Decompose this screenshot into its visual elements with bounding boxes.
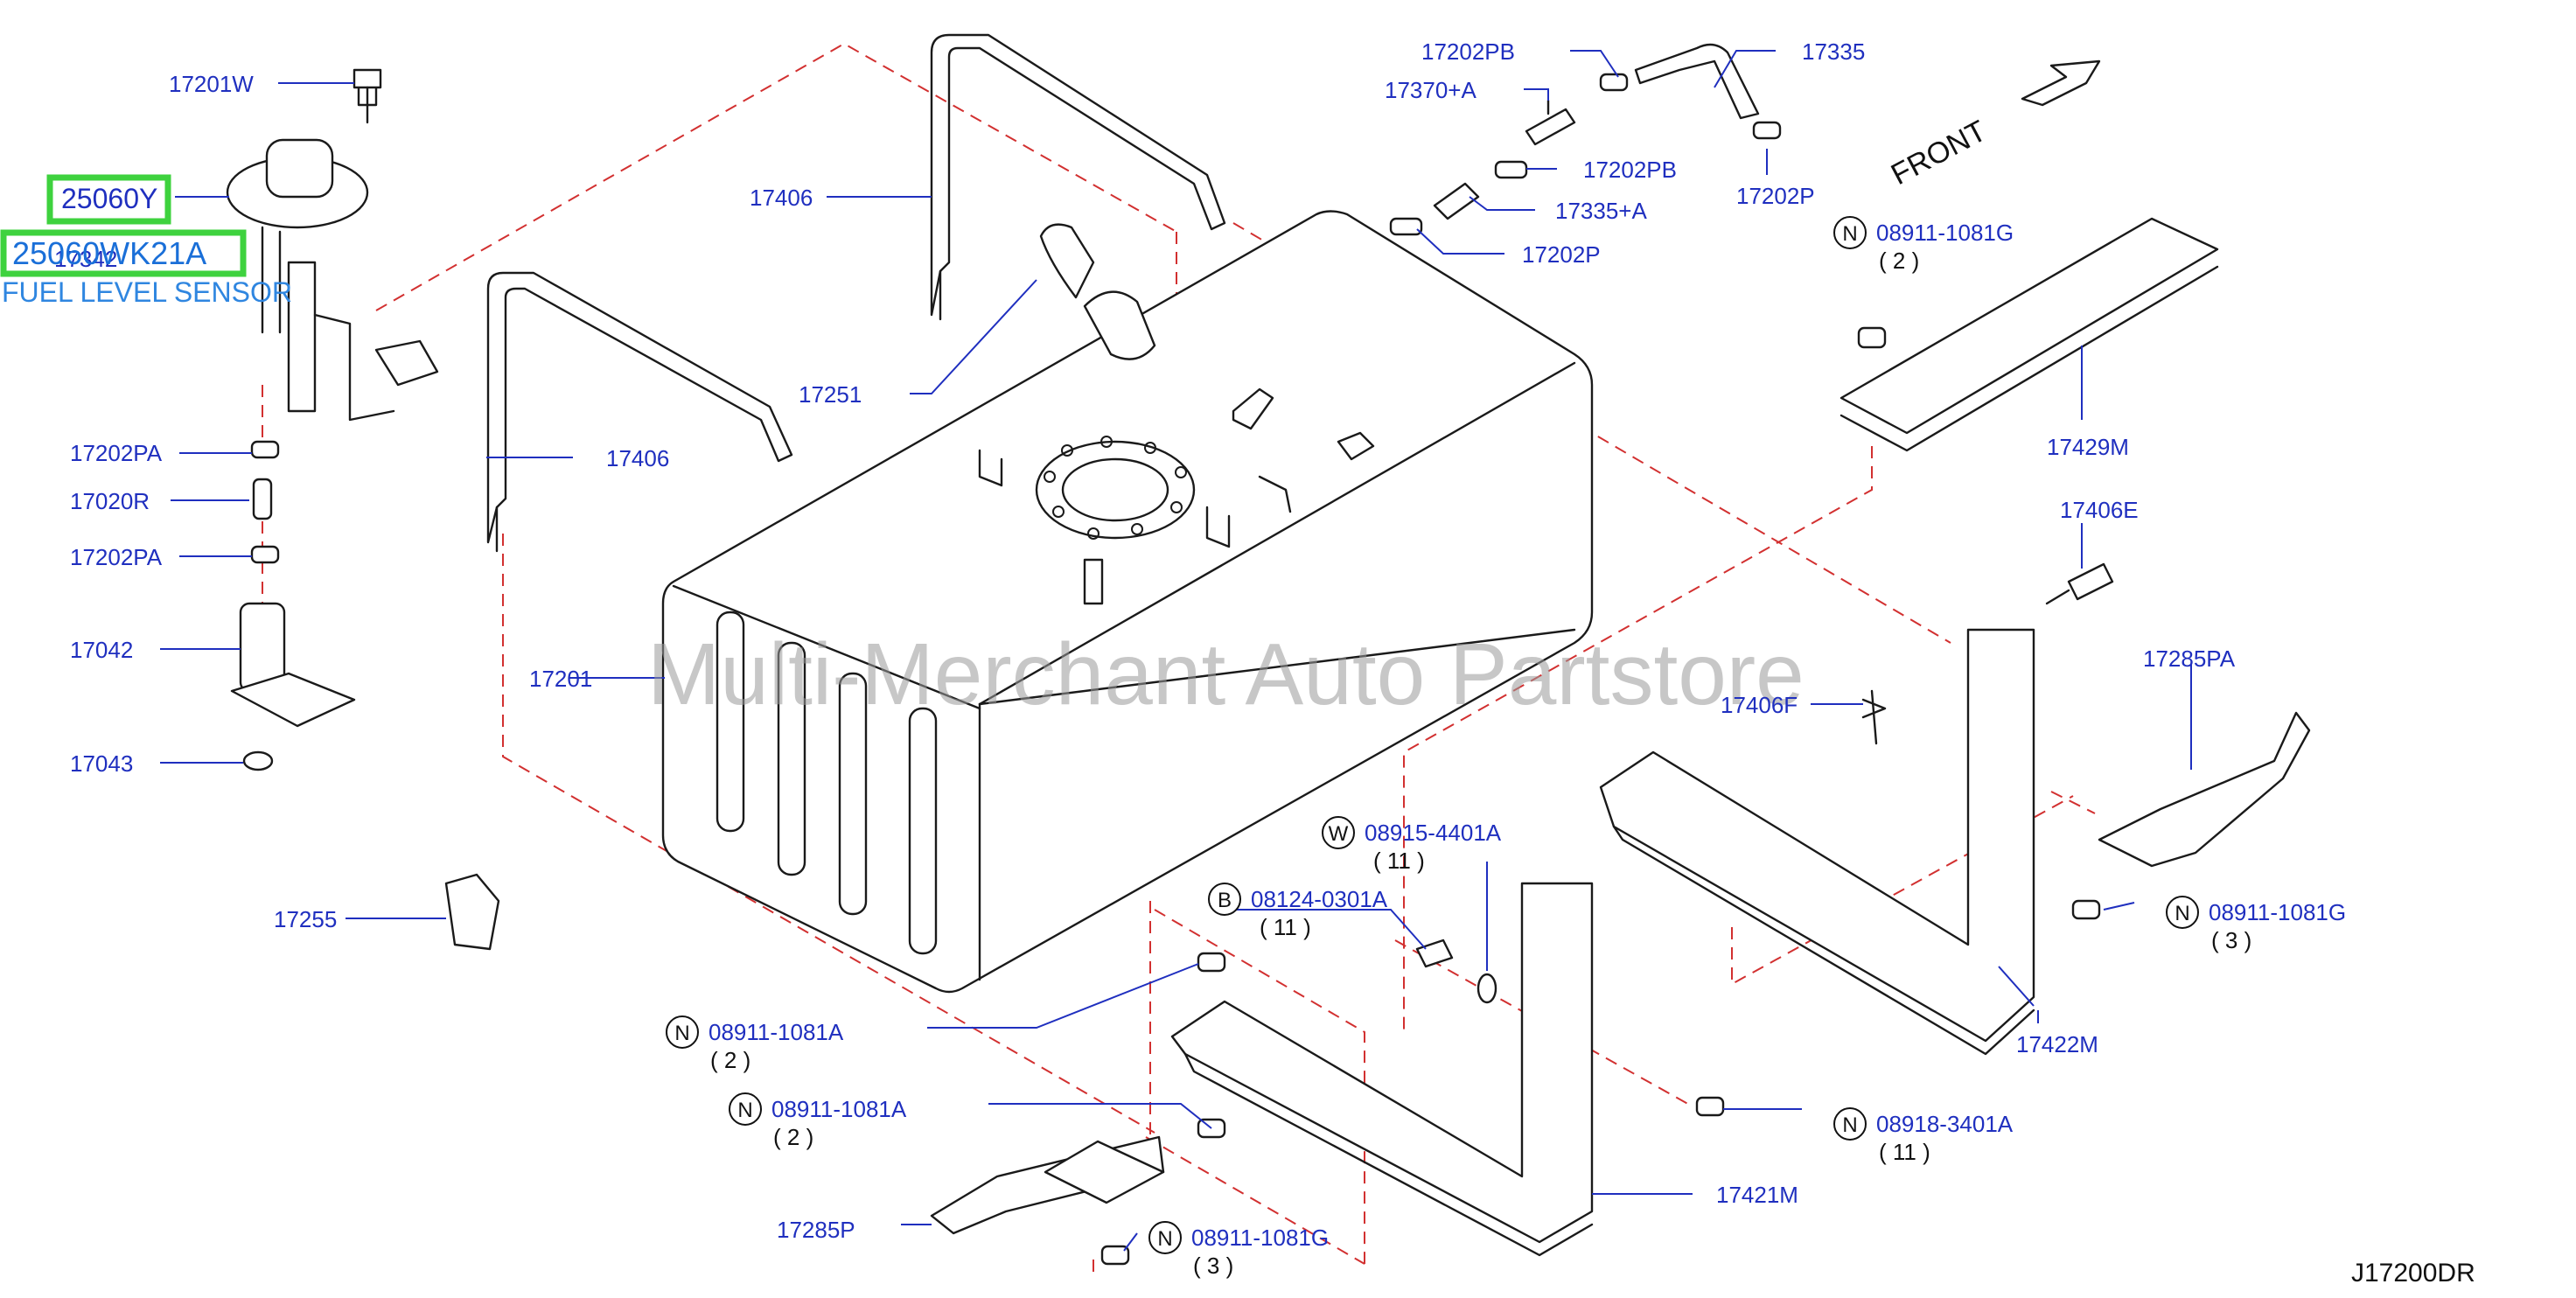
label-17335: 17335 [1802, 38, 1865, 65]
fastener-5-prefix: N [737, 1099, 752, 1122]
flange-bolt-holes [1044, 436, 1187, 540]
label-17335A: 17335+A [1555, 198, 1647, 224]
fastener-2-qty: ( 11 ) [1373, 848, 1425, 874]
fastener-5-qty: ( 2 ) [773, 1124, 813, 1150]
fastener-4-qty: ( 2 ) [710, 1047, 750, 1073]
label-17429M: 17429M [2047, 434, 2129, 460]
fastener-7-number: 08918-3401A [1876, 1111, 2014, 1137]
tank-strap-lower [486, 271, 793, 553]
label-17202PA-top: 17202PA [70, 440, 163, 466]
fastener-8-number: 08911-1081G [1191, 1225, 1329, 1251]
fastener-callout-7: N 08918-3401A ( 11 ) [1833, 1107, 2014, 1165]
label-17202PA-bottom: 17202PA [70, 544, 163, 570]
label-17042: 17042 [70, 637, 133, 663]
fastener-6-prefix: N [2175, 902, 2189, 925]
fastener-1-prefix: N [1842, 222, 1857, 246]
vent-hoses-group [1389, 43, 1782, 236]
label-17251: 17251 [799, 381, 862, 408]
fastener-8-prefix: N [1157, 1227, 1172, 1251]
highlight-25060Y[interactable]: 25060Y [46, 174, 171, 225]
label-17342: 17342 [54, 246, 117, 272]
fastener-2-number: 08915-4401A [1365, 820, 1502, 846]
fastener-callout-3: B 08124-0301A ( 11 ) [1208, 883, 1388, 940]
brackets-group [930, 628, 2311, 1266]
label-17201W: 17201W [169, 71, 254, 97]
fastener-8-qty: ( 3 ) [1193, 1253, 1233, 1279]
highlight-25060WK21A-text: 25060WK21A [12, 235, 206, 271]
front-direction-indicator: FRONT [1886, 59, 2101, 192]
fastener-5-number: 08911-1081A [771, 1096, 907, 1122]
highlight-25060WK21A[interactable]: 25060WK21A [0, 229, 247, 277]
front-label: FRONT [1886, 115, 1992, 192]
fastener-4-prefix: N [674, 1022, 689, 1045]
label-17020R: 17020R [70, 488, 150, 514]
fastener-callout-6: N 08911-1081G ( 3 ) [2166, 896, 2346, 953]
label-17285P: 17285P [777, 1217, 855, 1243]
fastener-callout-1: N 08911-1081G ( 2 ) [1833, 216, 2014, 274]
label-17406-lower: 17406 [606, 445, 669, 471]
label-17202PB-b: 17202PB [1583, 157, 1677, 183]
label-17406-upper: 17406 [750, 185, 813, 211]
label-17422M: 17422M [2016, 1031, 2098, 1057]
fastener-callout-5: N 08911-1081A ( 2 ) [729, 1092, 907, 1150]
label-17255: 17255 [274, 906, 337, 932]
label-17202P-a: 17202P [1522, 241, 1601, 268]
fastener-callout-4: N 08911-1081A ( 2 ) [666, 1015, 844, 1073]
fastener-7-qty: ( 11 ) [1879, 1139, 1930, 1165]
leader-lines [160, 50, 2192, 1252]
fastener-3-number: 08124-0301A [1251, 886, 1388, 912]
fastener-1-number: 08911-1081G [1876, 220, 2014, 246]
bolt-and-clip-17406 [1861, 562, 2114, 745]
fuel-pump-module [226, 68, 500, 951]
fastener-3-prefix: B [1218, 889, 1232, 912]
tank-strap-upper [930, 33, 1226, 321]
cross-member-17429M [1840, 217, 2219, 452]
fuel-level-sensor-label: FUEL LEVEL SENSOR [2, 276, 292, 308]
label-17421M: 17421M [1716, 1182, 1798, 1208]
watermark-text: Multi-Merchant Auto Partstore [647, 625, 1805, 723]
label-17370A: 17370+A [1385, 77, 1476, 103]
fastener-7-prefix: N [1842, 1113, 1857, 1137]
label-17406F: 17406F [1721, 692, 1798, 718]
front-arrow-icon [2021, 59, 2101, 107]
label-17201: 17201 [529, 666, 592, 692]
fastener-callout-2: W 08915-4401A ( 11 ) [1322, 816, 1502, 874]
fastener-6-number: 08911-1081G [2209, 899, 2346, 925]
label-17285PA: 17285PA [2143, 646, 2236, 672]
fastener-2-prefix: W [1329, 822, 1349, 846]
label-17043: 17043 [70, 750, 133, 777]
label-17202P-b: 17202P [1736, 183, 1815, 209]
assembly-dashed-lines [262, 42, 2096, 1277]
fastener-3-qty: ( 11 ) [1260, 914, 1311, 940]
diagram-code: J17200DR [2351, 1259, 2475, 1288]
fuel-tank-body [661, 210, 1594, 994]
fastener-callout-8: N 08911-1081G ( 3 ) [1148, 1221, 1329, 1279]
highlight-25060Y-text: 25060Y [61, 183, 157, 214]
fastener-1-qty: ( 2 ) [1879, 248, 1919, 274]
label-17406E: 17406E [2060, 497, 2139, 523]
fastener-4-number: 08911-1081A [709, 1019, 844, 1045]
fastener-6-qty: ( 3 ) [2211, 927, 2251, 953]
label-17202PB-a: 17202PB [1421, 38, 1515, 65]
